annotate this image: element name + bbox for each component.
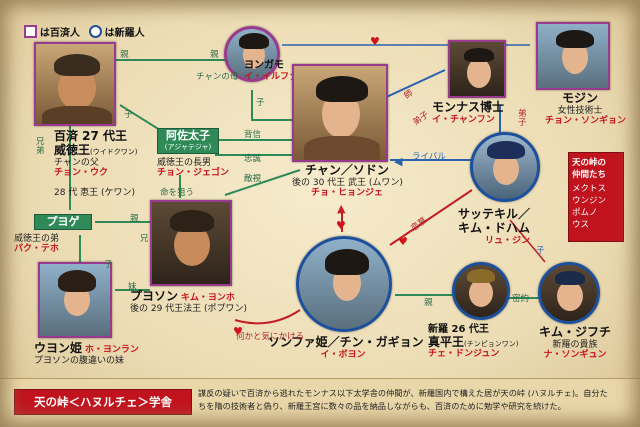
arrow-left-icon: ◀ [394,155,403,168]
line-puyoson-sonfa [234,309,301,325]
rel-ani: 兄 [140,234,149,244]
kimsuhu-info: キム・ジフチ 新羅の貴族 ナ・ソンギュン [538,325,611,361]
rel-deshi2: 弟子 [518,109,527,128]
rel-haisin: 背信 [244,130,262,140]
legend-silla: は新羅人 [104,28,145,39]
footer-title: 天の峠＜ハヌルチェ＞学舎 [14,389,192,415]
uyon-info: ウヨン姫 ホ・ヨンラン プヨソンの腹違いの妹 [34,341,139,366]
mojin-photo [536,22,610,90]
line-yongamo-chan [251,90,300,121]
yongamo-info: ヨンガモ イ・イルファ [244,60,299,82]
rel-inochi: 命を狙う [160,188,195,198]
rel-imouto: 妹 [128,282,137,292]
monnas-info: モンナス博士 イ・チャンフン [432,100,505,125]
yongamo-photo [224,26,280,82]
footer-text: 謀反の疑いで百済から逃れたモンナス以下太学舎の仲間が、新羅国内で構えた居が天の峠… [198,388,608,411]
line-satte-sonfa [389,189,473,246]
king-info: 百済 27 代王 威徳王(ウイドクワン) チャンの父 チョン・ウク 28 代 恵… [54,129,138,199]
rel-chusei: 忠誠 [244,154,262,164]
rel-mitsuyaku: 密約 [512,294,530,304]
heart-icon: ♥ [233,325,243,338]
asa-info: 威徳王の長男 チョン・ジェゴン [157,158,230,179]
silla-swatch [88,25,102,38]
rel-rival: ライバル [412,152,446,162]
sonfa-photo [296,236,392,332]
line-satte-kim [509,219,546,263]
shinpyeong-info: 新羅 26 代王 真平王(チンピョンワン) チェ・ドンジュン [428,324,519,360]
friend-4: ウス [572,220,590,230]
legend-baekje: は百済人 [39,28,80,39]
legend: は百済人 は新羅人 [24,25,145,40]
puyoson-photo [150,200,232,286]
rel-oya2: 親 [130,214,139,224]
rel-shin-r: 親 [424,298,433,308]
friend-3: ポムノ [572,208,598,218]
rel-ko-bottom: 子 [104,260,113,270]
asa-box: 阿佐太子 (アジャテジャ) [157,128,219,154]
friend-1: メクトス [572,184,607,194]
line-puyoson-chan [224,169,301,196]
kimsuhu-photo [538,262,600,324]
uyon-photo [38,262,112,338]
monnas-photo [448,40,506,98]
rel-shin-top: 親 [210,50,219,60]
footer: 天の峠＜ハヌルチェ＞学舎 謀反の疑いで百済から逃れたモンナス以下太学舎の仲間が、… [0,378,640,427]
rel-shin: 親 [120,50,129,60]
heart-icon: ♥ [370,35,380,48]
heart-icon: ♥ [398,235,408,248]
puyoge-box: プヨゲ [34,214,92,230]
baekje-swatch [24,25,37,38]
sonfa-info: ソンファ姫／チン・ガギョン イ・ボヨン [268,335,424,360]
line-chan-monnas [379,69,446,101]
rel-chan-haha: チャンの母 [196,72,239,82]
arrow-up-icon: ▲ [337,202,346,215]
line-king-asa [119,104,161,131]
sattekiru-info: サッテキル／ キム・ドハム リュ・ジン [458,207,531,246]
rel-ko-mid: 子 [256,98,265,108]
chan-info: チャン／ソドン 後の 30 代王 武王 (ムワン) チョ・ヒョンジェ [292,163,403,199]
puyoson-info: プヨソン キム・ヨンホ 後の 29 代王法王 (ポプワン) [130,289,248,314]
rel-ko-left: 子 [124,110,133,120]
friend-2: ウンジン [572,196,607,206]
mojin-info: モジン 女性技術士 チョン・ソンギョン [545,91,627,127]
rel-nanika: 何かと気にかける [236,332,305,342]
shinpyeong-photo [452,262,510,320]
rel-tekishi: 敵視 [244,174,262,184]
rel-ko-r: 子 [536,246,545,256]
king-photo [34,42,116,126]
puyoge-info: 威徳王の弟 パク・テホ [14,234,60,255]
heart-icon: ♥ [336,219,346,232]
rel-kyoudai: 兄弟 [36,137,45,156]
chan-photo [292,64,388,162]
sattekiru-photo [470,132,540,202]
friends-box: 天の峠の 仲間たち メクトス ウンジン ポムノ ウス [568,152,624,242]
